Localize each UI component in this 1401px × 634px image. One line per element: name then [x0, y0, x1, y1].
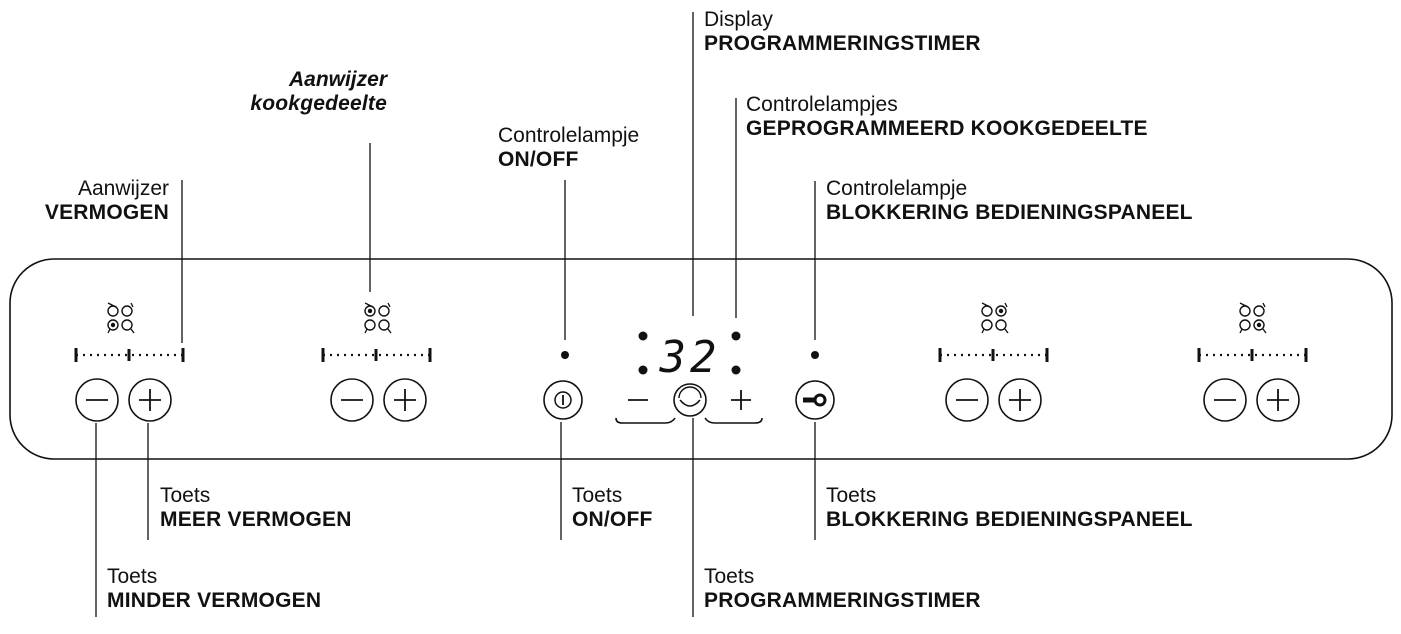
cooking-zone-icon	[107, 302, 135, 334]
minus-button[interactable]	[1203, 378, 1247, 422]
label-geprogrammeerd-line1: Controlelampjes	[746, 93, 898, 116]
plus-icon	[731, 390, 751, 410]
label-display-line2: PROGRAMMERINGSTIMER	[704, 32, 981, 55]
label-aanwijzer-kook-line1: Aanwijzer	[288, 68, 387, 91]
label-toets-onoff-line1: Toets	[572, 484, 623, 507]
minus-button[interactable]	[330, 378, 374, 422]
plus-button[interactable]	[383, 378, 427, 422]
power-icon	[554, 391, 572, 409]
timer-display: 32	[659, 332, 721, 383]
label-controle-blokkering-line2: BLOKKERING BEDIENINGSPANEEL	[826, 201, 1193, 224]
label-controle-onoff-line1: Controlelampje	[498, 124, 640, 147]
label-toets-onoff: Toets ON/OFF	[572, 484, 653, 532]
leader-lines	[95, 12, 816, 617]
programmed-zone-lamps	[731, 331, 741, 375]
power-level-indicator	[938, 348, 1049, 362]
onoff-indicator-lamp	[561, 351, 569, 359]
label-aanwijzer-vermogen-line1: Aanwijzer	[77, 177, 169, 200]
lock-indicator-lamp	[811, 351, 819, 359]
label-toets-programmeringstimer: Toets PROGRAMMERINGSTIMER	[704, 565, 981, 613]
plus-icon	[1009, 389, 1031, 411]
control-panel-outline	[9, 258, 1393, 460]
minus-button[interactable]	[75, 378, 119, 422]
cooking-zone-icon	[364, 302, 392, 334]
label-aanwijzer-kookgedeelte: Aanwijzer kookgedeelte	[250, 68, 387, 116]
cooking-zone-icon	[1239, 302, 1267, 334]
key-lock-icon	[803, 393, 827, 407]
label-toets-onoff-line2: ON/OFF	[572, 508, 653, 531]
power-level-indicator	[321, 348, 432, 362]
minus-button[interactable]	[945, 378, 989, 422]
lock-button[interactable]	[795, 380, 835, 420]
plus-button[interactable]	[128, 378, 172, 422]
label-toets-minder-line1: Toets	[107, 565, 158, 588]
label-toets-timer-line1: Toets	[704, 565, 755, 588]
label-toets-timer-line2: PROGRAMMERINGSTIMER	[704, 589, 981, 612]
label-toets-minder-vermogen: Toets MINDER VERMOGEN	[107, 565, 321, 613]
label-display: Display PROGRAMMERINGSTIMER	[704, 8, 981, 56]
label-controle-onoff-line2: ON/OFF	[498, 148, 579, 171]
timer-colon-left	[638, 331, 648, 375]
label-toets-blokkering-line2: BLOKKERING BEDIENINGSPANEEL	[826, 508, 1193, 531]
label-controlelampjes-geprogrammeerd: Controlelampjes GEPROGRAMMEERD KOOKGEDEE…	[746, 93, 1148, 141]
plus-icon	[394, 389, 416, 411]
plus-icon	[139, 389, 161, 411]
label-controlelampje-blokkering: Controlelampje BLOKKERING BEDIENINGSPANE…	[826, 177, 1193, 225]
label-toets-meer-vermogen: Toets MEER VERMOGEN	[160, 484, 352, 532]
label-display-line1: Display	[704, 8, 773, 31]
label-toets-blokkering-line1: Toets	[826, 484, 877, 507]
label-controle-blokkering-line1: Controlelampje	[826, 177, 968, 200]
onoff-button[interactable]	[543, 380, 583, 420]
timer-clock-icon	[678, 386, 702, 407]
power-level-indicator	[74, 348, 185, 362]
timer-button[interactable]	[673, 383, 707, 417]
label-toets-minder-line2: MINDER VERMOGEN	[107, 589, 322, 612]
label-geprogrammeerd-line2: GEPROGRAMMEERD KOOKGEDEELTE	[746, 117, 1148, 140]
label-controlelampje-onoff: Controlelampje ON/OFF	[498, 124, 639, 172]
cooking-zone-icon	[981, 302, 1009, 334]
plus-button[interactable]	[998, 378, 1042, 422]
label-toets-meer-line2: MEER VERMOGEN	[160, 508, 352, 531]
plus-icon	[1267, 389, 1289, 411]
label-aanwijzer-kook-line2: kookgedeelte	[250, 92, 387, 115]
timer-slider	[615, 417, 763, 424]
plus-button[interactable]	[1256, 378, 1300, 422]
power-level-indicator	[1197, 348, 1308, 362]
timer-plus-button[interactable]	[731, 390, 751, 410]
label-toets-meer-line1: Toets	[160, 484, 211, 507]
label-aanwijzer-vermogen-line2: VERMOGEN	[44, 201, 169, 224]
label-aanwijzer-vermogen: Aanwijzer VERMOGEN	[45, 177, 169, 225]
label-toets-blokkering: Toets BLOKKERING BEDIENINGSPANEEL	[826, 484, 1193, 532]
